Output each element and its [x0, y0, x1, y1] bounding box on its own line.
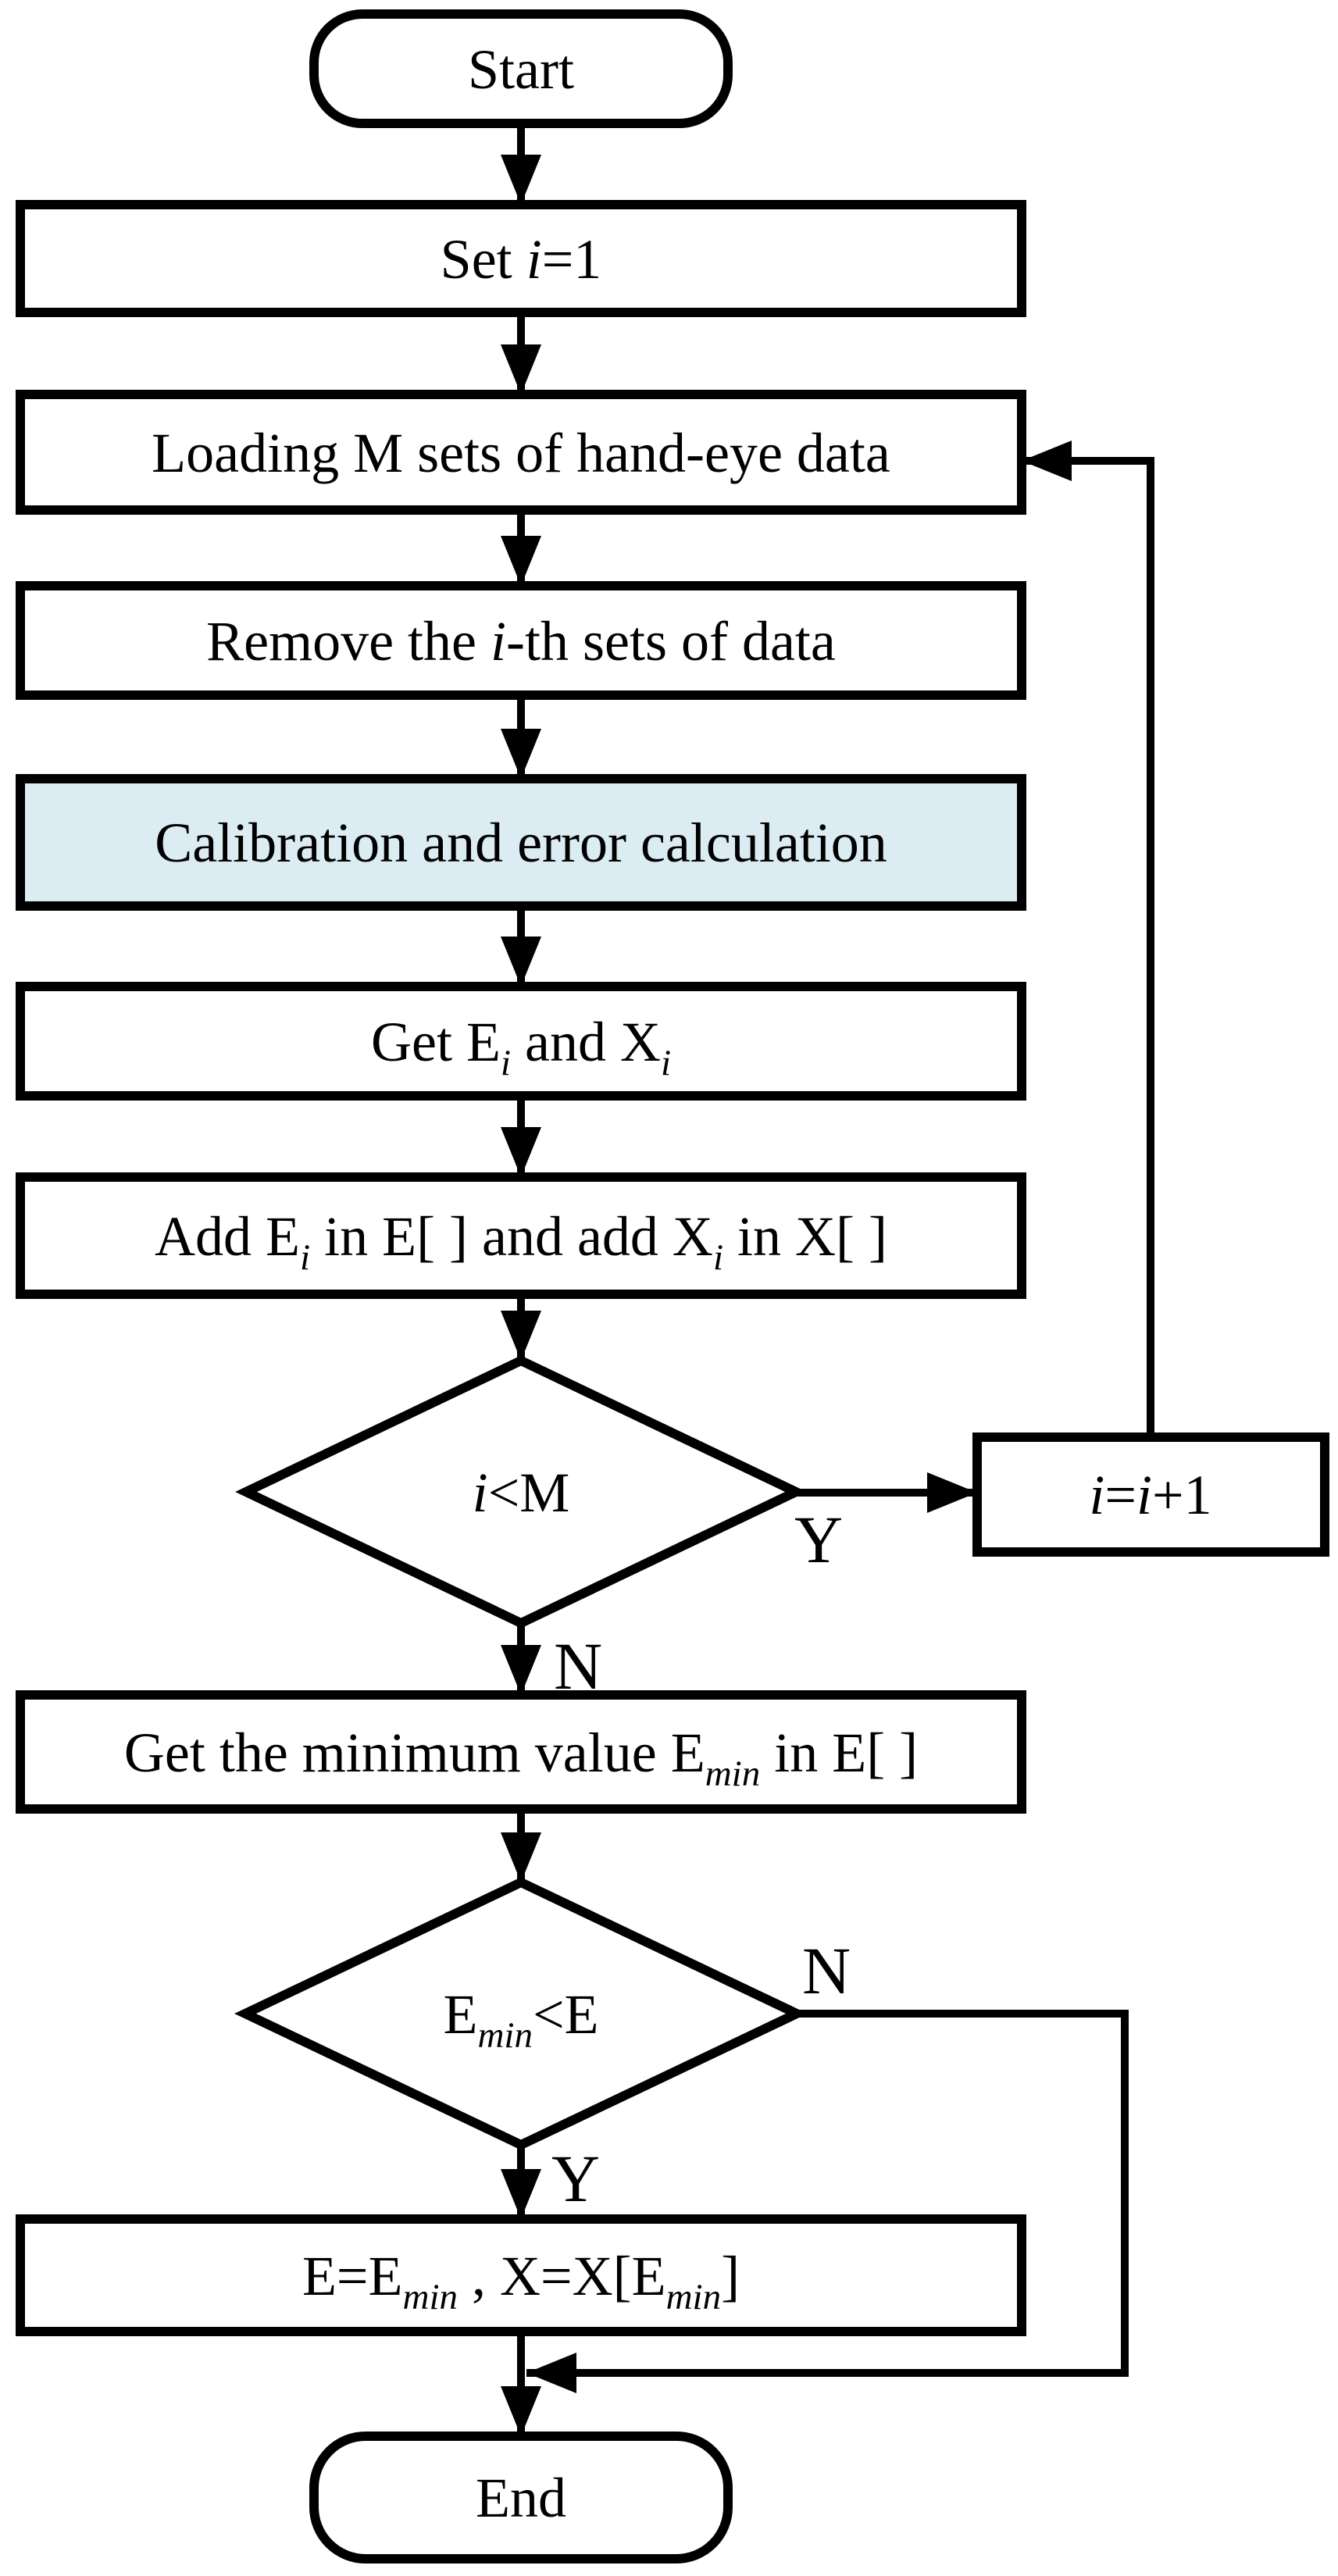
label-segment: in E[ ]	[760, 1721, 918, 1784]
label-segment: =1	[542, 228, 602, 291]
node-assign-label: E=Emin , X=X[Emin]	[302, 2245, 740, 2317]
label-segment: i	[491, 610, 506, 673]
node-start: Start	[309, 9, 733, 128]
node-decision-i-less-m-label: i<M	[473, 1461, 570, 1524]
node-get-ei-xi-label: Get Ei and Xi	[371, 1011, 671, 1083]
label-segment: i	[1089, 1464, 1104, 1526]
label-segment: <E	[533, 1983, 599, 2046]
label-segment: in X[ ]	[723, 1205, 887, 1268]
label-segment: min	[403, 2277, 458, 2317]
node-add-arrays: Add Ei in E[ ] and add Xi in X[ ]	[16, 1172, 1026, 1299]
node-get-min-label: Get the minimum value Emin in E[ ]	[124, 1721, 918, 1794]
node-start-label: Start	[468, 38, 574, 101]
label-segment: +1	[1152, 1464, 1212, 1526]
node-get-min-shape	[16, 1690, 1026, 1814]
node-decision-emin-shape	[234, 1877, 808, 2150]
node-end: End	[309, 2432, 733, 2564]
node-end-label: End	[476, 2467, 566, 2529]
edge-decision2-end-no	[526, 2010, 1129, 2393]
label-segment: min	[477, 2015, 533, 2056]
node-decision-i-less-m-shape	[235, 1355, 807, 1629]
label-segment: i	[300, 1237, 310, 1278]
label-segment: E	[443, 1983, 477, 2046]
label-segment: -th sets of data	[506, 610, 836, 673]
edge-label-yes-1: Y	[794, 1502, 843, 1577]
node-assign-shape	[16, 2214, 1026, 2336]
node-remove-shape	[16, 581, 1026, 700]
node-increment-shape	[972, 1432, 1329, 1557]
node-set-i-label: Set i=1	[441, 228, 602, 291]
node-add-arrays-shape	[16, 1172, 1026, 1299]
node-increment-label: i=i+1	[1089, 1464, 1211, 1526]
label-segment: =	[1104, 1464, 1136, 1526]
node-get-min: Get the minimum value Emin in E[ ]	[16, 1690, 1026, 1814]
node-calibration-label: Calibration and error calculation	[155, 812, 887, 874]
label-segment: Set	[441, 228, 526, 291]
label-segment: i	[473, 1461, 488, 1524]
label-segment: min	[666, 2277, 722, 2317]
node-decision-i-less-m: i<M	[235, 1355, 807, 1629]
label-segment: i	[661, 1043, 671, 1083]
node-remove-label: Remove the i-th sets of data	[206, 610, 836, 673]
node-set-i: Set i=1	[16, 200, 1026, 317]
label-segment: i	[526, 228, 542, 291]
label-segment: in E[ ] and add X	[310, 1205, 713, 1268]
node-decision-emin-label: Emin<E	[443, 1983, 598, 2056]
label-segment: Remove the	[206, 610, 491, 673]
node-loading: Loading M sets of hand-eye data	[16, 390, 1026, 515]
node-loading-label: Loading M sets of hand-eye data	[152, 422, 890, 484]
edge-label-no-2: N	[802, 1933, 851, 2008]
node-calibration-shape	[16, 774, 1026, 911]
node-calibration: Calibration and error calculation	[16, 774, 1026, 911]
node-add-arrays-label: Add Ei in E[ ] and add Xi in X[ ]	[155, 1205, 887, 1278]
edge-label-yes-2: Y	[551, 2141, 600, 2216]
label-segment: <M	[488, 1461, 570, 1524]
node-increment: i=i+1	[972, 1432, 1329, 1557]
node-get-ei-xi-shape	[16, 982, 1026, 1101]
edges	[500, 123, 1154, 2436]
label-segment: i	[501, 1043, 511, 1083]
label-segment: Add E	[155, 1205, 300, 1268]
label-segment: i	[713, 1237, 723, 1278]
node-get-ei-xi: Get Ei and Xi	[16, 982, 1026, 1101]
edge-labels: Y N N Y	[551, 1502, 851, 2216]
node-assign: E=Emin , X=X[Emin]	[16, 2214, 1026, 2336]
label-segment: ]	[721, 2245, 740, 2307]
label-segment: Get E	[371, 1011, 501, 1073]
node-remove: Remove the i-th sets of data	[16, 581, 1026, 700]
label-segment: i	[1136, 1464, 1152, 1526]
node-loading-shape	[16, 390, 1026, 515]
node-set-i-shape	[16, 200, 1026, 317]
label-segment: min	[705, 1754, 761, 1794]
node-end-shape	[309, 2432, 733, 2564]
label-segment: Get the minimum value E	[124, 1721, 705, 1784]
node-decision-emin: Emin<E	[234, 1877, 808, 2150]
label-segment: , X=X[E	[458, 2245, 666, 2307]
edge-increment-loading-loop	[1022, 440, 1154, 1437]
node-start-shape	[309, 9, 733, 128]
label-segment: E=E	[302, 2245, 403, 2307]
label-segment: and X	[511, 1011, 661, 1073]
